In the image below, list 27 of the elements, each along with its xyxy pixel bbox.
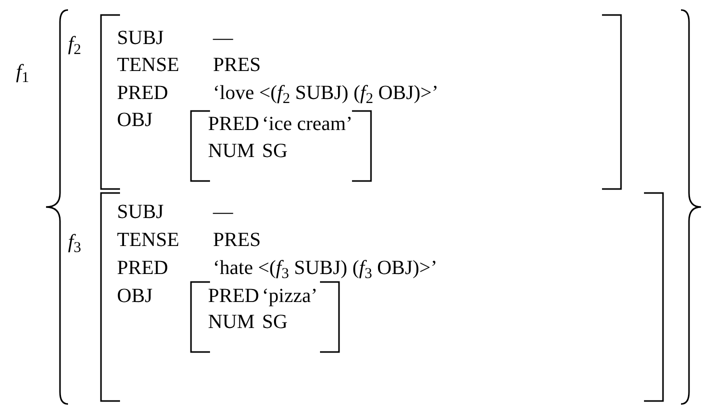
structure-label: f$_{3}$ bbox=[68, 230, 82, 254]
attribute-name: OBJ bbox=[117, 284, 153, 308]
feature-value: PRES bbox=[213, 228, 261, 252]
feature-value: PRES bbox=[213, 53, 261, 77]
attribute-name: SUBJ bbox=[117, 200, 164, 224]
attribute-value-matrix bbox=[190, 110, 372, 182]
attribute-name: PRED bbox=[208, 284, 260, 308]
attribute-name: NUM bbox=[208, 310, 255, 334]
feature-value: — bbox=[213, 200, 233, 224]
attribute-value-matrix bbox=[190, 281, 340, 353]
attribute-name: OBJ bbox=[117, 108, 153, 132]
feature-value: SG bbox=[262, 139, 288, 163]
attribute-name: TENSE bbox=[117, 228, 180, 252]
feature-value: ‘pizza’ bbox=[262, 284, 318, 308]
structure-label: f$_{1}$ bbox=[16, 60, 30, 84]
attribute-name: PRED bbox=[117, 256, 168, 280]
attribute-name: TENSE bbox=[117, 53, 180, 77]
feature-value: ‘love <(f$_{2}$ SUBJ) (f$_{2}$ OBJ)>’ bbox=[213, 81, 438, 105]
attribute-name: PRED bbox=[117, 81, 168, 105]
feature-value: — bbox=[213, 26, 233, 50]
feature-value: ‘hate <(f$_{3}$ SUBJ) (f$_{3}$ OBJ)>’ bbox=[213, 256, 438, 280]
structure-label: f$_{2}$ bbox=[68, 32, 82, 56]
attribute-name: NUM bbox=[208, 139, 255, 163]
attribute-name: SUBJ bbox=[117, 26, 164, 50]
feature-value: ‘ice cream’ bbox=[262, 112, 352, 136]
feature-value: SG bbox=[262, 310, 288, 334]
attribute-name: PRED bbox=[208, 112, 260, 136]
